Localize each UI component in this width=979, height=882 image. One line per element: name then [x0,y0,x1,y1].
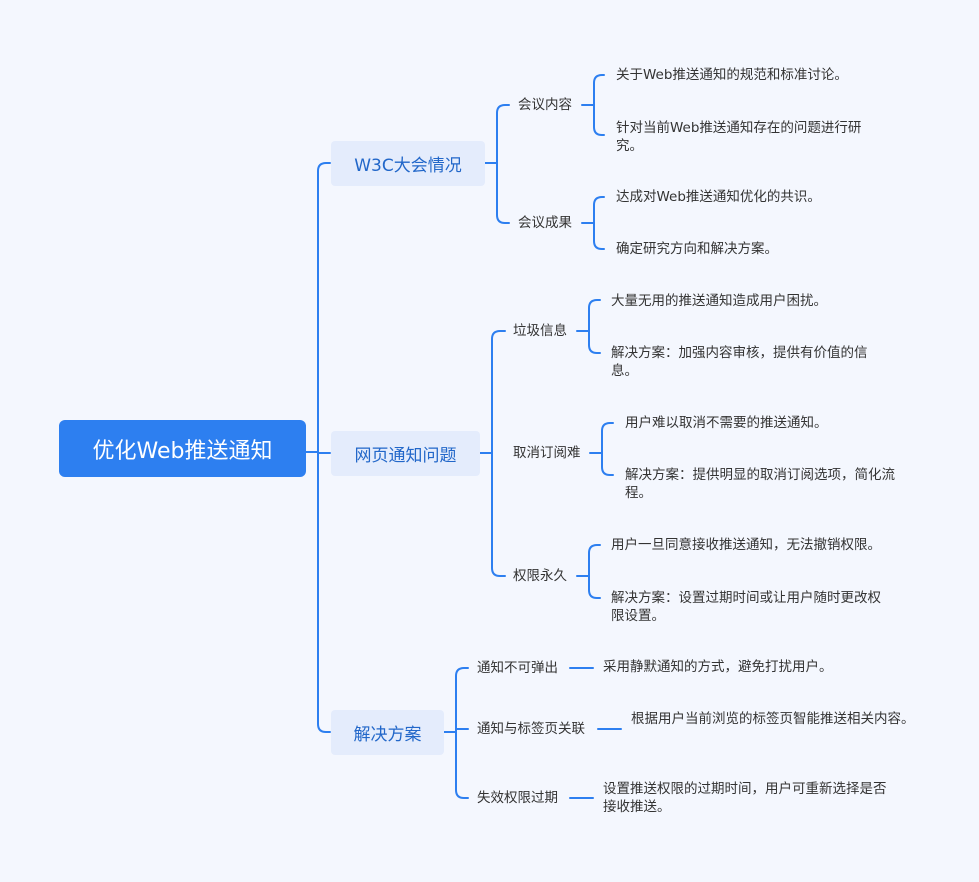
leaf-permission-expiry[interactable]: 设置推送权限的过期时间，用户可重新选择是否接收推送。 [603,781,887,815]
leaf-consensus[interactable]: 达成对Web推送通知优化的共识。 [616,189,821,205]
leaf-spam-solution[interactable]: 解决方案：加强内容审核，提供有价值的信息。 [611,345,868,379]
subtopic-meeting-outcomes[interactable]: 会议成果 [518,215,572,231]
subtopic-tab-association[interactable]: 通知与标签页关联 [477,721,585,737]
subtopic-permission-expiry[interactable]: 失效权限过期 [477,790,558,806]
leaf-standards-discussion[interactable]: 关于Web推送通知的规范和标准讨论。 [616,67,848,83]
leaf-research-direction[interactable]: 确定研究方向和解决方案。 [616,241,778,257]
leaf-permission-problem[interactable]: 用户一旦同意接收推送通知，无法撤销权限。 [611,537,881,553]
subtopic-hard-unsubscribe[interactable]: 取消订阅难 [513,445,581,461]
subtopic-permanent-permission[interactable]: 权限永久 [513,568,567,584]
branch-web-notification-issues[interactable]: 网页通知问题 [331,431,480,476]
leaf-permission-solution[interactable]: 解决方案：设置过期时间或让用户随时更改权限设置。 [611,590,881,624]
leaf-spam-problem[interactable]: 大量无用的推送通知造成用户困扰。 [611,293,827,309]
branch-solutions[interactable]: 解决方案 [331,710,444,755]
subtopic-spam[interactable]: 垃圾信息 [513,323,567,339]
leaf-unsubscribe-problem[interactable]: 用户难以取消不需要的推送通知。 [625,415,828,431]
leaf-unsubscribe-solution[interactable]: 解决方案：提供明显的取消订阅选项，简化流程。 [625,467,895,501]
branch-w3c-conference[interactable]: W3C大会情况 [331,141,485,186]
leaf-smart-push[interactable]: 根据用户当前浏览的标签页智能推送相关内容。 [631,711,915,727]
leaf-silent-notification[interactable]: 采用静默通知的方式，避免打扰用户。 [603,659,833,675]
subtopic-meeting-content[interactable]: 会议内容 [518,97,572,113]
root-topic[interactable]: 优化Web推送通知 [59,420,306,477]
leaf-issue-research[interactable]: 针对当前Web推送通知存在的问题进行研究。 [616,120,862,154]
subtopic-no-popup[interactable]: 通知不可弹出 [477,660,558,676]
